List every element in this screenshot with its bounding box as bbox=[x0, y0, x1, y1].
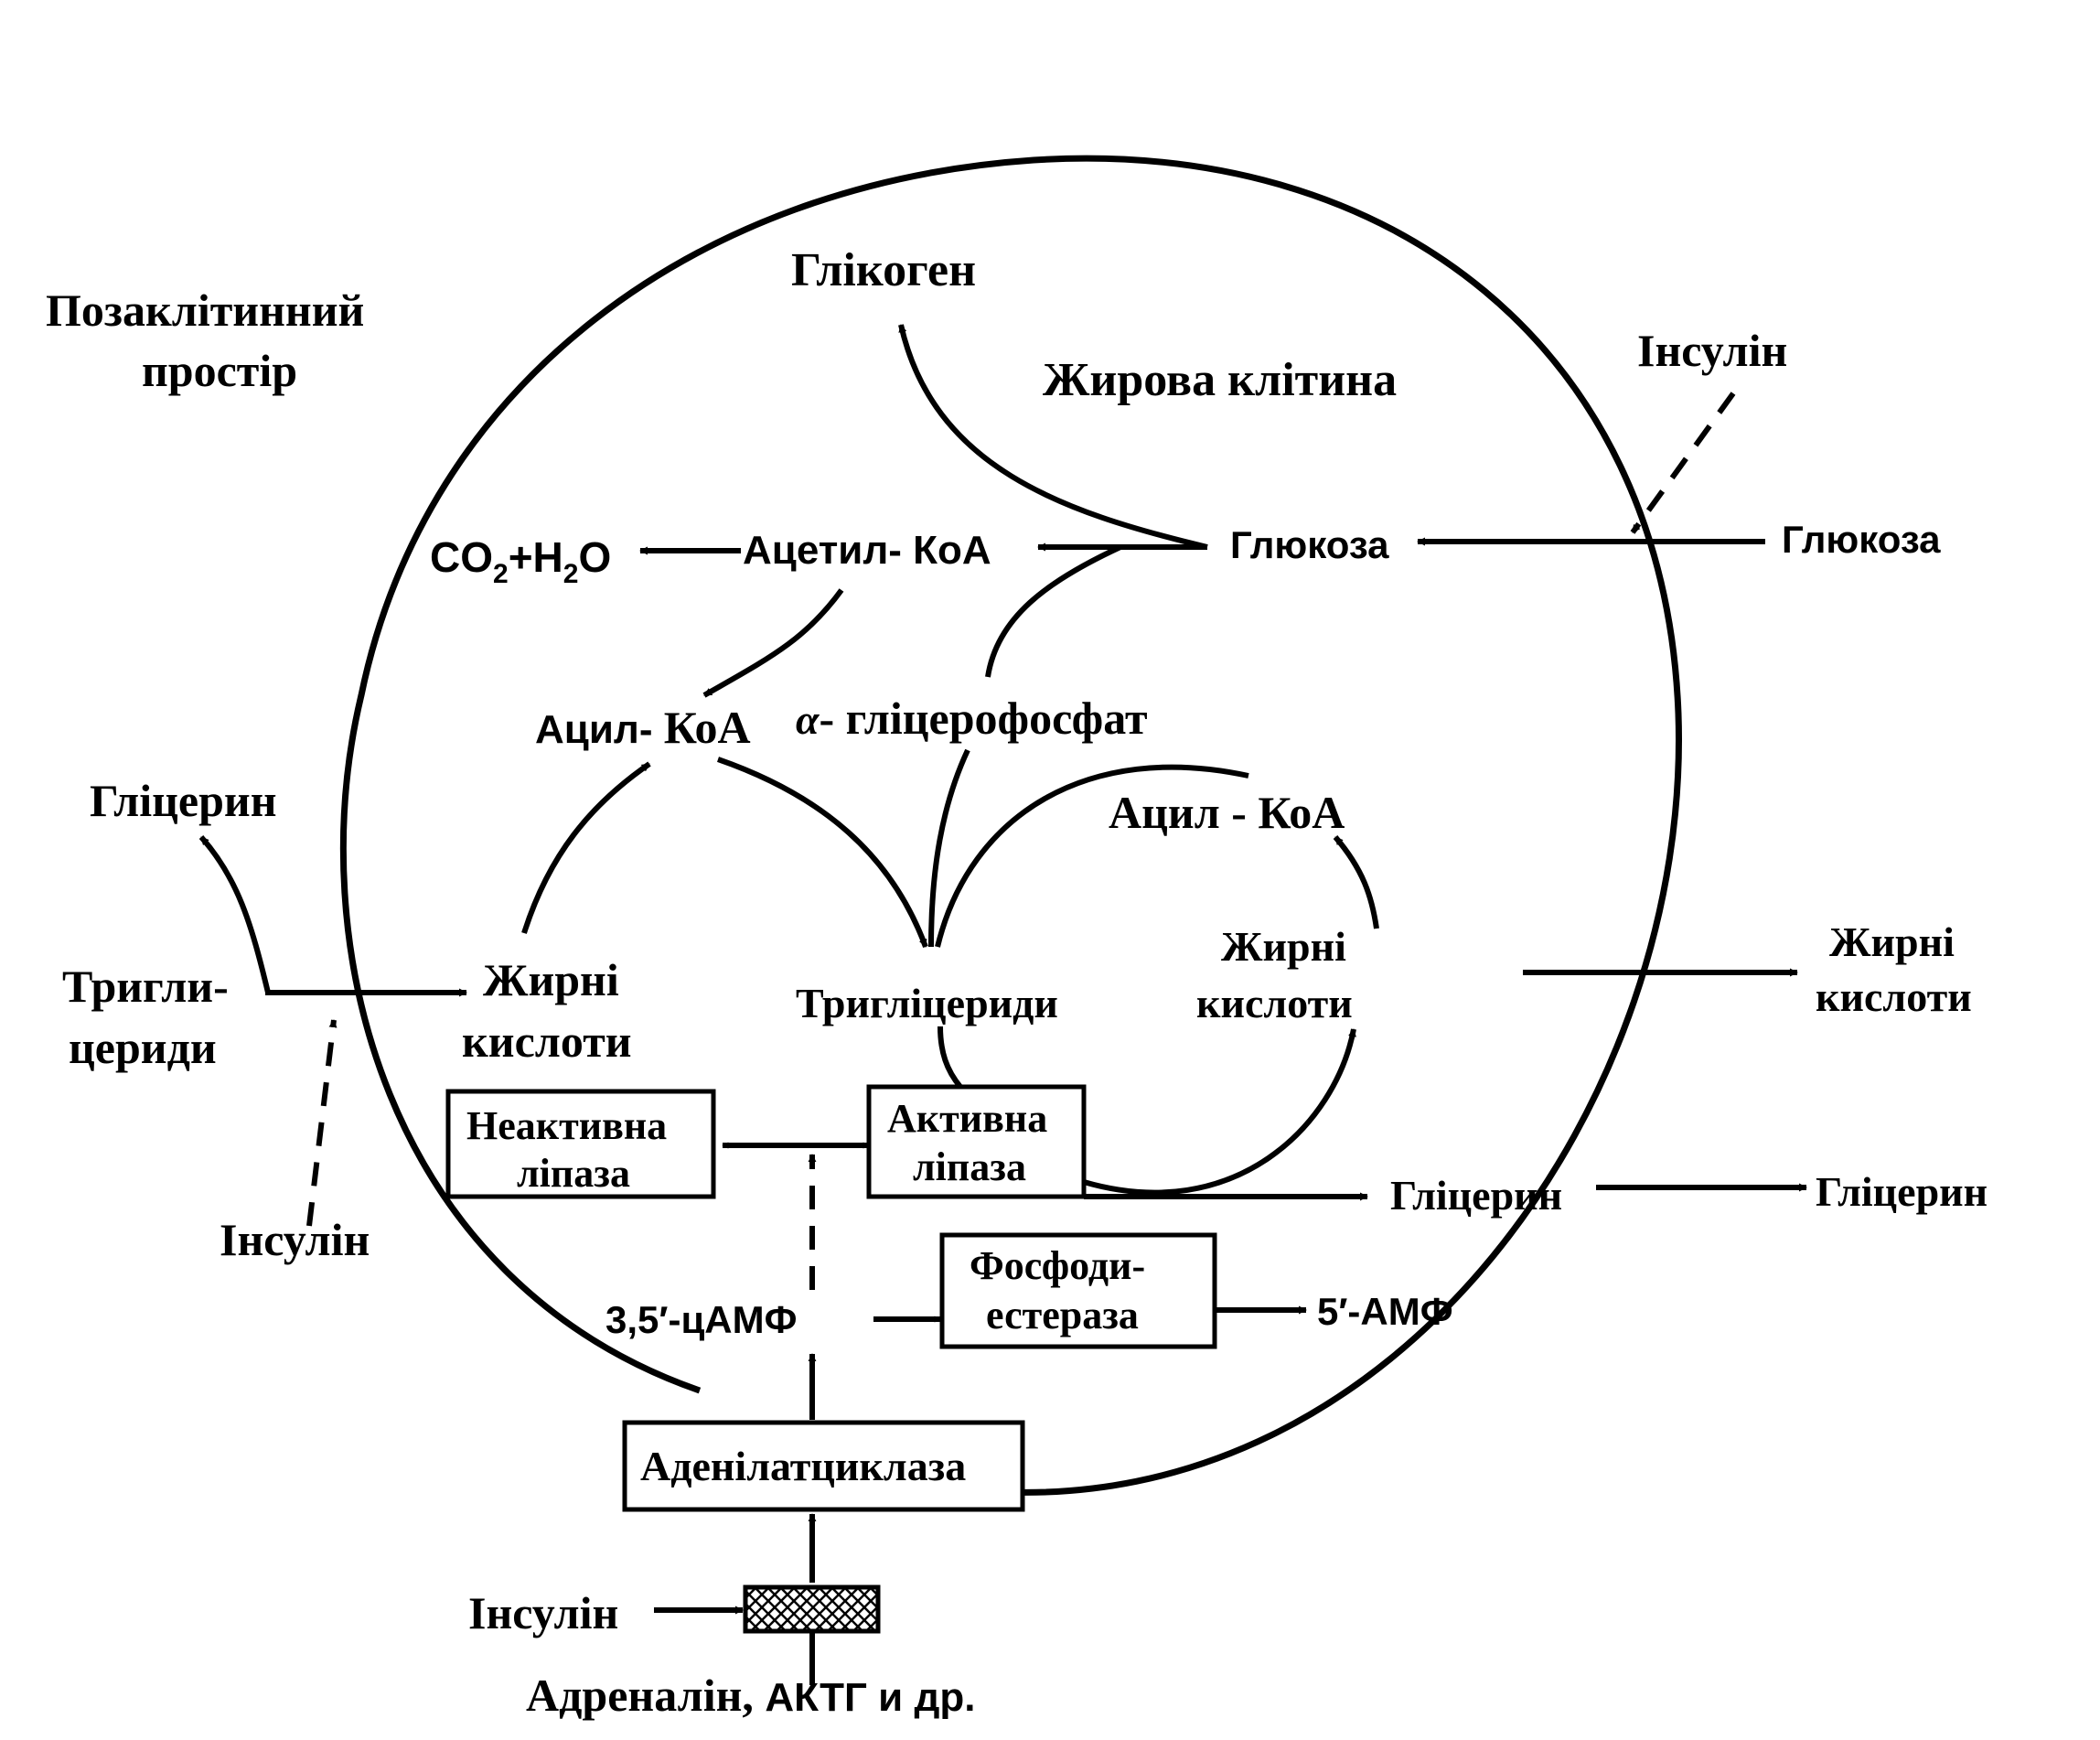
inactive-lipase-line1: Неактивна bbox=[466, 1103, 667, 1148]
triglycerides-to-glycerin-arrow bbox=[198, 835, 271, 994]
acyl-coa-right-label: Ацил - КоА bbox=[1109, 787, 1345, 838]
triglycerides-out-line2: цериди bbox=[69, 1022, 217, 1073]
phosphodiesterase-line1: Фосфоди- bbox=[970, 1243, 1145, 1288]
glycerophosphate-label: α- гліцерофосфат bbox=[796, 693, 1148, 744]
glucose-outside-label: Глюкоза bbox=[1782, 518, 1941, 561]
fatty-acids-out-line2: кислоти bbox=[1816, 973, 1972, 1020]
insulin-dashed-arrow-left bbox=[306, 1019, 338, 1227]
acetyl-coa-label: Ацетил- КоА bbox=[743, 528, 991, 573]
co2-h2o-label: CO2+H2O bbox=[430, 533, 611, 589]
fatty-acids-left-line1: Жирні bbox=[483, 954, 619, 1005]
insulin-dashed-arrow-top bbox=[1630, 392, 1736, 534]
glycogen-label: Глікоген bbox=[791, 244, 976, 296]
inactive-lipase-line2: ліпаза bbox=[517, 1151, 630, 1196]
insulin-left-label: Інсулін bbox=[220, 1214, 370, 1265]
acyl-coa-right-to-triglycerides-arrow bbox=[935, 764, 1249, 948]
triglycerides-out-line1: Тригли- bbox=[62, 961, 229, 1012]
glycerin-left-label: Гліцерин bbox=[90, 775, 277, 826]
triglycerides-in-label: Тригліцериди bbox=[796, 980, 1058, 1026]
glycerophosphate-to-triglycerides-arrow bbox=[928, 748, 970, 948]
active-lipase-box bbox=[866, 1084, 1087, 1199]
glucose-inside-label: Глюкоза bbox=[1230, 523, 1389, 566]
glucose-to-glycerophosphate-arrow bbox=[985, 544, 1122, 678]
acetyl-coa-to-acyl-coa-arrow bbox=[702, 588, 844, 698]
phosphodiesterase-box bbox=[939, 1232, 1217, 1349]
camp-label: 3,5′-цАМФ bbox=[605, 1298, 797, 1341]
fatty-acids-to-acyl-coa-arrow bbox=[521, 761, 651, 934]
fatty-acids-to-acyl-coa-right-arrow bbox=[1333, 835, 1379, 929]
acyl-coa-to-triglycerides-arrow bbox=[717, 757, 928, 949]
inactive-lipase-box bbox=[445, 1089, 716, 1199]
acyl-coa-left-label: Ацил- КоА bbox=[535, 702, 751, 753]
triglycerides-to-lipase-line bbox=[938, 1026, 963, 1089]
phosphodiesterase-line2: естераза bbox=[986, 1293, 1139, 1337]
glycerin-in-label: Гліцерин bbox=[1390, 1172, 1562, 1219]
cell-membrane bbox=[339, 155, 1682, 1496]
fatty-acids-out-line1: Жирні bbox=[1829, 918, 1955, 965]
lipase-to-fatty-acids-arrow bbox=[1083, 1028, 1356, 1196]
fatty-acids-right-line1: Жирні bbox=[1221, 923, 1346, 970]
glucose-to-glycogen-arrow bbox=[898, 324, 1208, 550]
fatty-acids-left-line2: кислоти bbox=[462, 1015, 632, 1067]
fat-cell-label: Жирова клітина bbox=[1043, 354, 1397, 406]
active-lipase-line1: Активна bbox=[887, 1096, 1047, 1141]
extracellular-label-line2: простір bbox=[142, 345, 297, 396]
active-lipase-line2: ліпаза bbox=[913, 1144, 1026, 1189]
insulin-bottom-label: Інсулін bbox=[468, 1587, 618, 1638]
amp-label: 5′-АМФ bbox=[1317, 1290, 1453, 1333]
extracellular-label-line1: Позаклітинний bbox=[46, 285, 364, 336]
hormones-label: Адреналін, АКТГ и др. bbox=[526, 1670, 975, 1721]
adenylate-cyclase-box bbox=[622, 1420, 1025, 1512]
fatty-acids-right-line2: кислоти bbox=[1196, 980, 1353, 1026]
glycerin-right-label: Гліцерин bbox=[1816, 1168, 1988, 1215]
membrane-receptor bbox=[743, 1584, 881, 1634]
insulin-top-label: Інсулін bbox=[1637, 325, 1787, 376]
adenylate-cyclase-label: Аденілатциклаза bbox=[640, 1443, 966, 1489]
